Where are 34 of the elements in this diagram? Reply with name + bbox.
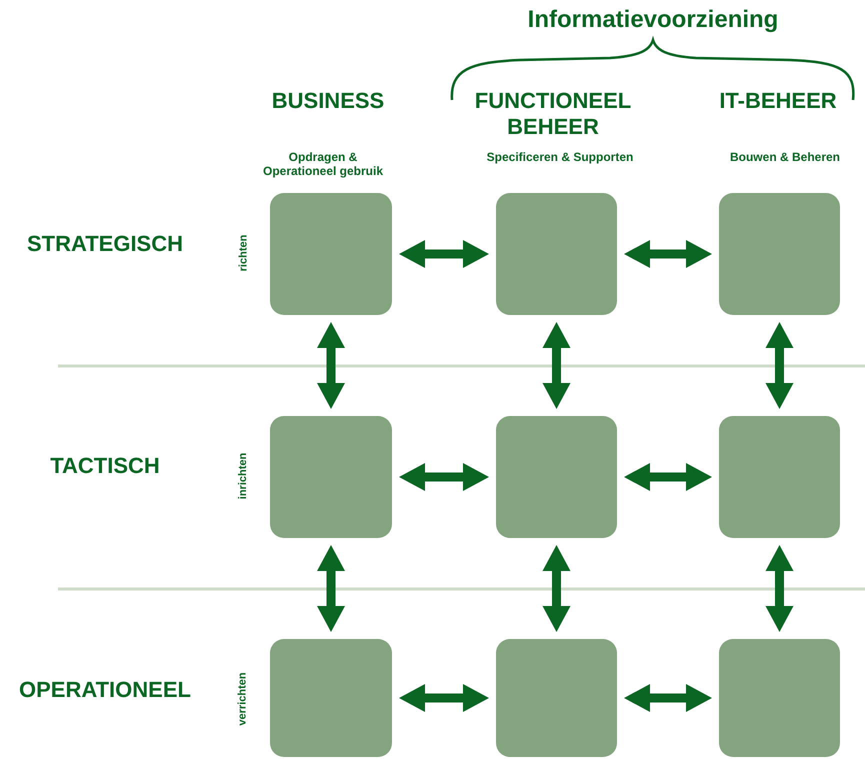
layer-action-label: inrichten <box>237 452 249 500</box>
process-box <box>496 639 617 757</box>
process-box <box>719 639 840 757</box>
heading-label: BUSINESS <box>270 88 386 114</box>
double-arrow <box>399 240 489 268</box>
layer-action-label: richten <box>237 234 249 272</box>
process-box <box>719 416 840 538</box>
heading-label: OPERATIONEEL <box>18 677 192 704</box>
double-arrow <box>624 463 712 491</box>
double-arrow <box>542 322 570 409</box>
heading-label: Informatievoorziening <box>526 6 780 35</box>
double-arrow <box>317 545 345 632</box>
double-arrow <box>317 322 345 409</box>
heading-label: Bouwen & Beheren <box>728 150 841 164</box>
process-box <box>719 193 840 315</box>
process-box <box>270 416 392 538</box>
process-box <box>496 416 617 538</box>
double-arrow <box>624 684 712 712</box>
double-arrow <box>542 545 570 632</box>
heading-label: STRATEGISCH <box>26 231 184 258</box>
heading-label: Opdragen & Operationeel gebruik <box>262 150 384 179</box>
heading-label: Specificeren & Supporten <box>486 150 634 164</box>
heading-label: FUNCTIONEEL BEHEER <box>474 88 632 141</box>
process-box <box>270 639 392 757</box>
layer-action-label: verrichten <box>237 672 249 726</box>
heading-label: IT-BEHEER <box>718 88 838 114</box>
double-arrow <box>399 684 489 712</box>
process-box <box>270 193 392 315</box>
double-arrow <box>766 545 794 632</box>
double-arrow <box>766 322 794 409</box>
process-box <box>496 193 617 315</box>
double-arrow <box>399 463 489 491</box>
double-arrow <box>624 240 712 268</box>
heading-label: TACTISCH <box>49 453 161 480</box>
